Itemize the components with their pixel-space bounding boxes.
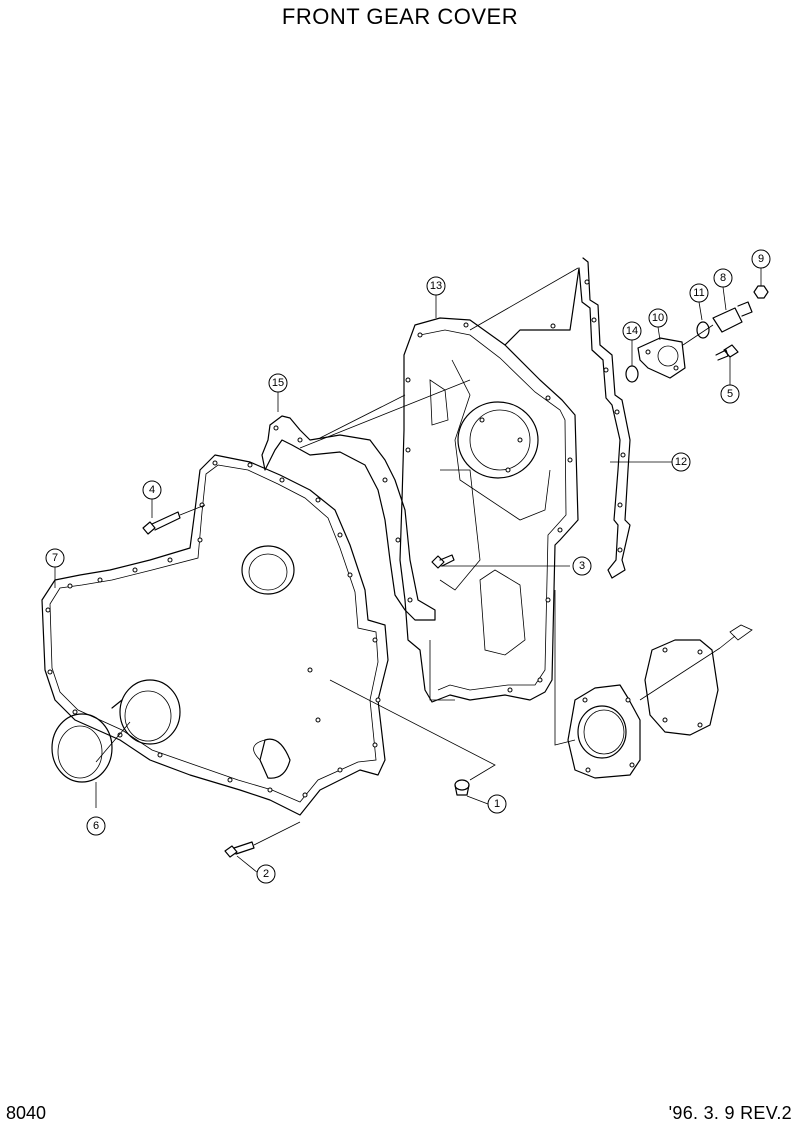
callout-5: 5 (720, 384, 740, 404)
svg-text:7: 7 (52, 552, 58, 564)
page-title: FRONT GEAR COVER (281, 4, 519, 29)
svg-text:6: 6 (93, 820, 99, 832)
cover-plate-and-gasket (554, 590, 753, 779)
callout-3: 3 (572, 556, 592, 576)
svg-text:8: 8 (720, 272, 726, 284)
callout-9: 9 (751, 249, 771, 269)
part-6-seal-and-sleeve (51, 679, 181, 783)
fasteners (142, 285, 769, 858)
svg-text:1: 1 (494, 798, 500, 810)
part-13-gear-housing (399, 317, 579, 703)
callout-7: 7 (45, 548, 65, 568)
callout-8: 8 (713, 268, 733, 288)
callout-12: 12 (671, 452, 691, 472)
part-15-gasket (261, 415, 436, 621)
callout-10: 10 (648, 308, 668, 328)
callout-6: 6 (86, 816, 106, 836)
callout-1: 1 (487, 794, 507, 814)
callout-15: 15 (268, 373, 288, 393)
callout-2: 2 (256, 864, 276, 884)
part-7-front-cover (41, 454, 389, 816)
svg-text:5: 5 (727, 388, 733, 400)
callout-14: 14 (622, 321, 642, 341)
svg-text:9: 9 (758, 253, 764, 265)
svg-text:14: 14 (626, 325, 638, 337)
svg-text:2: 2 (263, 868, 269, 880)
svg-text:15: 15 (272, 377, 284, 389)
callout-13: 13 (426, 276, 446, 296)
svg-text:4: 4 (149, 484, 155, 496)
svg-text:3: 3 (579, 560, 585, 572)
callout-4: 4 (142, 480, 162, 500)
part-12-gasket (504, 257, 631, 579)
svg-text:11: 11 (693, 287, 704, 299)
svg-text:10: 10 (652, 312, 664, 324)
revision-date: '96. 3. 9 REV.2 (668, 1103, 792, 1123)
svg-text:13: 13 (430, 280, 442, 292)
page-number: 8040 (6, 1103, 47, 1123)
svg-text:12: 12 (675, 456, 687, 468)
callout-11: 11 (689, 283, 709, 303)
leader-lines (54, 267, 762, 874)
